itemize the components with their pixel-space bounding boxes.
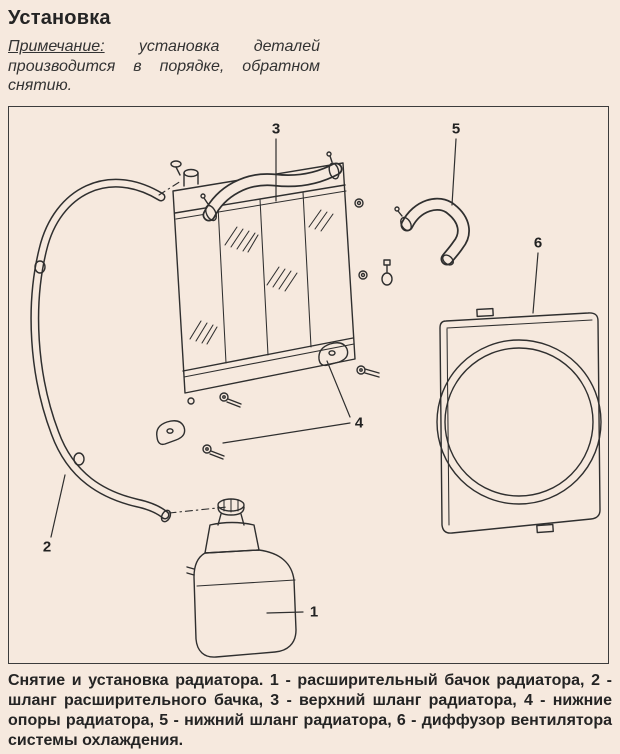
technical-drawing xyxy=(30,137,602,658)
callout-5: 5 xyxy=(451,120,461,138)
fan-shroud-drawing xyxy=(436,307,602,534)
expansion-tank-drawing xyxy=(186,497,297,658)
expansion-hose-drawing xyxy=(30,178,228,522)
page-title: Установка xyxy=(8,7,111,29)
callout-1: 1 xyxy=(309,603,319,621)
leader-lines xyxy=(50,137,539,614)
radiator-drawing xyxy=(170,159,368,405)
callout-3: 3 xyxy=(271,120,281,138)
brackets-drawing xyxy=(156,341,380,460)
callout-6: 6 xyxy=(533,234,543,252)
note-label: Примечание: xyxy=(8,38,105,55)
callout-4: 4 xyxy=(354,414,364,432)
figure-caption: Снятие и установка радиатора. 1 - расшир… xyxy=(8,671,612,749)
lower-hose-drawing xyxy=(381,197,470,286)
upper-hose-drawing xyxy=(200,150,343,222)
note-paragraph: Примечание: установка деталей производит… xyxy=(8,37,320,96)
figure-frame: 1 2 3 4 5 6 xyxy=(8,105,609,664)
callout-2: 2 xyxy=(42,538,52,556)
note-text: установка деталей производится в порядке… xyxy=(8,38,320,95)
